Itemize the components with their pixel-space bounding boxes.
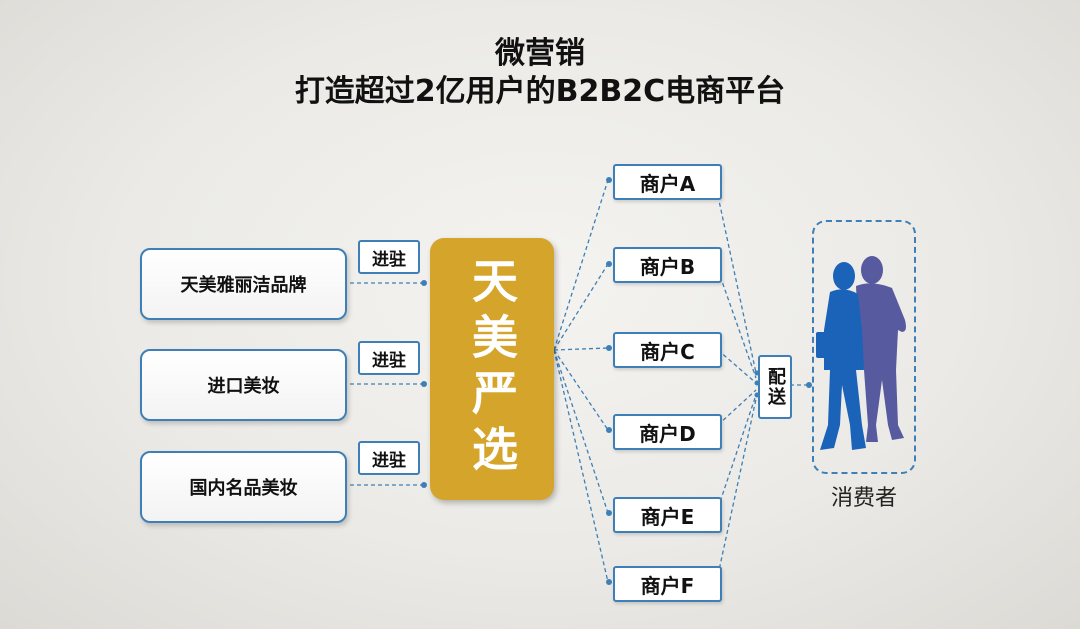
merchant-d: 商户D (613, 414, 722, 450)
merchant-a: 商户A (613, 164, 722, 200)
connector-hub-merchant-d (553, 349, 609, 431)
merchant-b: 商户B (613, 247, 722, 283)
connector-hub-merchant-f (553, 349, 609, 583)
connector-merchant-c-delivery (717, 349, 757, 384)
connector-merchant-a-delivery (717, 195, 757, 374)
source-box-2: 进口美妆 (140, 349, 347, 421)
consumer-label: 消费者 (830, 486, 897, 511)
title-line-1: 微营销 (495, 36, 585, 71)
enter-tag-2: 进驻 (358, 341, 420, 375)
source-box-1: 天美雅丽洁品牌 (140, 248, 347, 320)
connector-merchant-e-delivery (717, 394, 757, 509)
enter-tag-1: 进驻 (358, 240, 420, 274)
connector-merchant-d-delivery (717, 389, 757, 426)
connector-merchant-b-delivery (717, 269, 757, 379)
connector-merchant-f-delivery (717, 398, 757, 576)
hub-label: 天美严选 (465, 257, 519, 481)
enter-tag-3: 进驻 (358, 441, 420, 475)
connector-hub-merchant-c (553, 347, 609, 351)
merchant-c: 商户C (613, 332, 722, 368)
delivery-box: 配送 (758, 355, 792, 419)
source-box-3: 国内名品美妆 (140, 451, 347, 523)
connector-hub-merchant-e (553, 349, 609, 514)
connector-hub-merchant-b (553, 263, 609, 351)
delivery-label: 配送 (765, 367, 786, 407)
consumers-silhouette-icon (816, 256, 906, 450)
consumer-box (812, 220, 916, 474)
merchant-f: 商户F (613, 566, 722, 602)
hub-box: 天美严选 (430, 238, 554, 500)
merchant-e: 商户E (613, 497, 722, 533)
title-line-2: 打造超过2亿用户的B2B2C电商平台 (294, 74, 786, 109)
connector-hub-merchant-a (553, 179, 609, 351)
